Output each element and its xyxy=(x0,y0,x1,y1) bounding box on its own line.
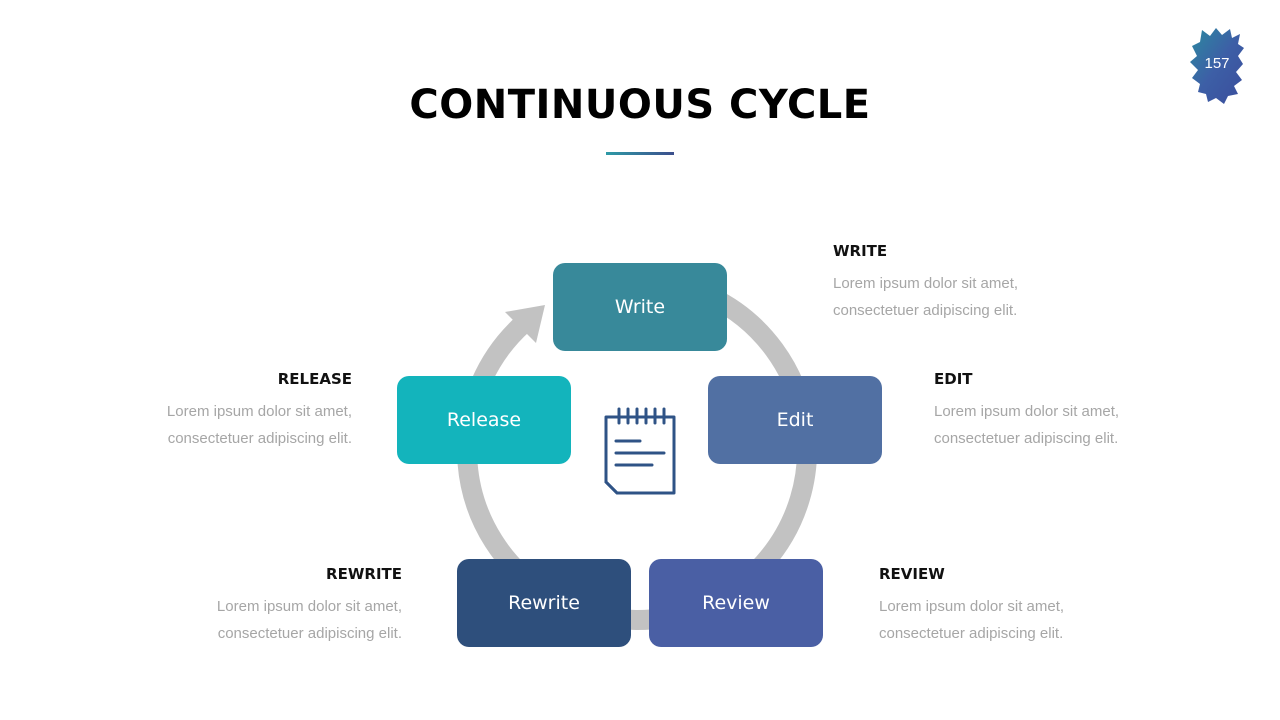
step-desc-release: RELEASE Lorem ipsum dolor sit amet, cons… xyxy=(92,370,352,452)
step-heading-release: RELEASE xyxy=(277,370,352,388)
notepad-icon xyxy=(604,407,676,495)
step-label-release: Release xyxy=(446,409,522,431)
step-desc-edit: EDIT Lorem ipsum dolor sit amet, consect… xyxy=(934,370,1194,452)
step-box-review[interactable]: Review xyxy=(649,559,823,647)
step-heading-write: WRITE xyxy=(833,242,888,260)
step-box-edit[interactable]: Edit xyxy=(708,376,882,464)
step-text-review-1: Lorem ipsum dolor sit amet, xyxy=(879,598,1065,615)
title-underline xyxy=(606,152,674,155)
step-text-edit-1: Lorem ipsum dolor sit amet, xyxy=(934,403,1120,420)
step-heading-review: REVIEW xyxy=(879,565,945,583)
step-text-edit-2: consectetuer adipiscing elit. xyxy=(934,430,1119,447)
step-desc-write: WRITE Lorem ipsum dolor sit amet, consec… xyxy=(833,242,1093,324)
step-text-write-2: consectetuer adipiscing elit. xyxy=(833,302,1018,319)
step-box-rewrite[interactable]: Rewrite xyxy=(457,559,631,647)
step-label-rewrite: Rewrite xyxy=(508,592,580,614)
step-text-release-1: Lorem ipsum dolor sit amet, xyxy=(166,403,352,420)
step-box-release[interactable]: Release xyxy=(397,376,571,464)
step-box-write[interactable]: Write xyxy=(553,263,727,351)
step-label-review: Review xyxy=(702,592,770,614)
step-heading-edit: EDIT xyxy=(934,370,973,388)
step-text-write-1: Lorem ipsum dolor sit amet, xyxy=(833,275,1019,292)
step-desc-review: REVIEW Lorem ipsum dolor sit amet, conse… xyxy=(879,565,1139,647)
page-number-badge: 157 xyxy=(1188,26,1246,106)
step-text-rewrite-2: consectetuer adipiscing elit. xyxy=(217,625,402,642)
step-label-edit: Edit xyxy=(776,409,814,431)
step-text-rewrite-1: Lorem ipsum dolor sit amet, xyxy=(216,598,402,615)
page-number: 157 xyxy=(1204,55,1230,72)
brush-stroke-icon xyxy=(1190,28,1244,104)
step-text-review-2: consectetuer adipiscing elit. xyxy=(879,625,1064,642)
step-desc-rewrite: REWRITE Lorem ipsum dolor sit amet, cons… xyxy=(142,565,402,647)
step-heading-rewrite: REWRITE xyxy=(326,565,402,583)
slide-title: CONTINUOUS CYCLE xyxy=(409,82,871,128)
step-text-release-2: consectetuer adipiscing elit. xyxy=(167,430,352,447)
step-label-write: Write xyxy=(614,296,666,318)
cycle-arrow-head xyxy=(505,305,545,343)
